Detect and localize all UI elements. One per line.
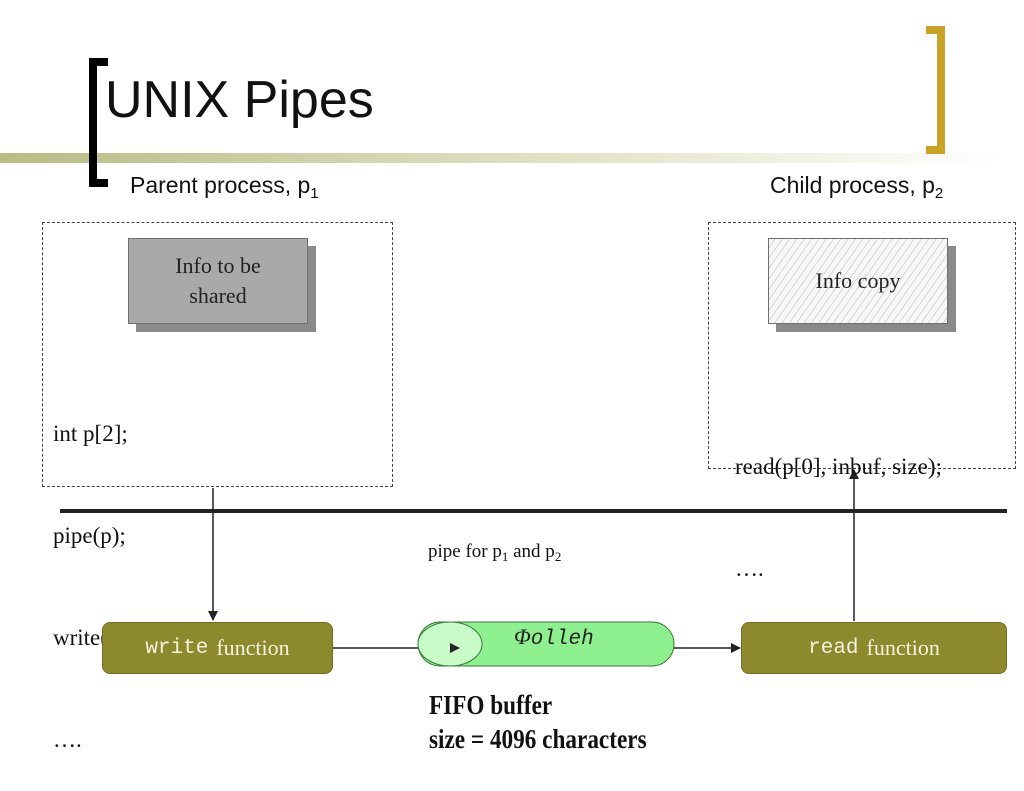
read-function-box: read function xyxy=(741,622,1007,674)
fifo-buffer-contents: Φolleh xyxy=(514,624,594,651)
write-function-code: write xyxy=(145,636,209,660)
buffer-text: olleh xyxy=(530,628,594,651)
page-title: UNIX Pipes xyxy=(105,71,374,129)
code-line: …. xyxy=(735,556,764,581)
fifo-buffer-mouth xyxy=(417,621,483,667)
fifo-caption: FIFO buffer size = 4096 characters xyxy=(429,688,647,756)
write-function-label: function xyxy=(216,635,290,660)
read-function-label: function xyxy=(866,635,940,660)
title-rule xyxy=(0,153,1000,163)
info-to-be-shared-card: Info to be shared xyxy=(128,238,308,324)
code-line: …. xyxy=(53,727,82,752)
left-bracket xyxy=(89,58,108,187)
parent-process-box xyxy=(42,222,393,487)
fifo-caption-line1: FIFO buffer xyxy=(429,690,553,720)
buffer-end-symbol: Φ xyxy=(514,624,531,649)
child-process-box xyxy=(708,222,1016,469)
info-copy-card: Info copy xyxy=(768,238,948,324)
parent-code-block: int p[2]; pipe(p); write(p[1], “hello”, … xyxy=(53,349,285,791)
code-line: int p[2]; xyxy=(53,421,128,446)
code-line: read(p[0], inbuf, size); xyxy=(735,454,942,479)
read-function-code: read xyxy=(808,636,859,660)
right-bracket xyxy=(926,26,945,154)
fifo-caption-line2: size = 4096 characters xyxy=(429,724,647,754)
write-function-box: write function xyxy=(102,622,333,674)
pipe-label: pipe for p1 and p2 xyxy=(428,541,562,564)
info-copy-label: Info copy xyxy=(815,268,901,293)
child-code-block: read(p[0], inbuf, size); …. xyxy=(735,382,942,620)
code-line: pipe(p); xyxy=(53,523,126,548)
child-process-label: Child process, p2 xyxy=(770,172,944,202)
parent-process-label: Parent process, p1 xyxy=(130,172,319,202)
